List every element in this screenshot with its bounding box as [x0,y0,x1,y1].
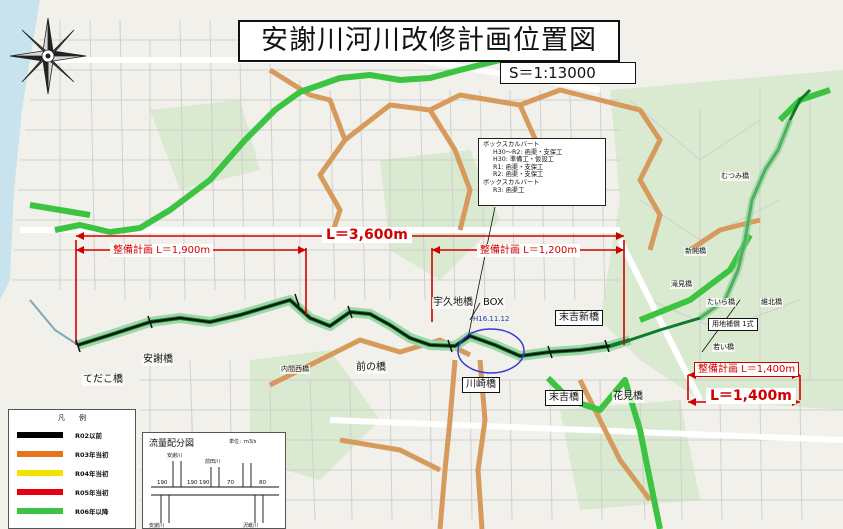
flow-distribution-diagram: 流量配分図 単位：m3/s 190 190 190 70 80 安謝川 前田川 [142,432,286,529]
bridge-label-tedako: てだこ橋 [82,374,124,386]
callout-line: R1: 函渠・支保工 [493,163,544,171]
legend-row: R03年当初 [9,444,135,463]
flow-title: 流量配分図 [149,439,195,449]
bridge-label-kawasaki: 川崎橋 [462,377,500,393]
total-length-label: L＝3,600m [322,227,412,243]
callout-line: H30: 準備工・仮設工 [493,156,554,164]
date-note: H16.11.12 [473,315,510,323]
legend-label: R06年以降 [75,507,109,516]
compass-rose-icon [9,17,87,95]
flow-value: 80 [259,480,266,486]
bridge-label-wakai: 若い橋 [712,343,735,352]
bridge-label-ukuchi: 宇久地橋 [432,297,474,309]
sea-area [0,0,40,300]
flow-value: 190 [187,480,198,486]
box-label: BOX [482,297,505,309]
bridge-label-takimi: 滝見橋 [670,280,693,289]
box-culvert-callout: ボックスカルバート H30〜R2: 函渠・支保工 H30: 準備工・仮設工 R1… [478,138,606,206]
flow-river-label: 前田川 [205,458,220,465]
bridge-label-sueyoshi-shin: 末吉新橋 [555,310,603,326]
river-corridor [76,295,632,361]
legend-row: R02以前 [9,425,135,444]
legend-label: R05年当初 [75,488,109,497]
flow-diagram-lines: 190 190 190 70 80 安謝川 前田川 安謝川 沢岻川 [149,452,279,529]
bridge-label-shinkai: 新開橋 [684,247,707,256]
legend-swatch [17,507,63,514]
legend-label: R04年当初 [75,469,109,478]
callout-line: R3: 函渠工 [493,186,525,194]
callout-line: H30〜R2: 函渠・支保工 [493,148,563,156]
legend-label: R02以前 [75,431,103,440]
legend-row: R04年当初 [9,463,135,482]
plan-center-label: 整備計画 L＝1,200m [477,244,581,257]
bridge-label-ishin: 維北橋 [760,298,783,307]
bridge-markers [75,293,610,359]
flow-river-label: 安謝川 [167,452,182,459]
box-culvert-circle [457,328,525,374]
flow-value: 70 [227,480,234,486]
bridge-label-uchima-nishi: 内間西橋 [280,365,310,374]
flow-value: 190 [199,480,210,486]
bridge-label-tamagusuku: たいら橋 [706,298,736,307]
legend-row: R06年以降 [9,501,135,520]
river-upstream-channel [697,118,794,321]
legend-swatch [17,488,63,495]
plan-right-label: 整備計画 L＝1,400m [694,362,800,377]
legend: 凡 例 R02以前 R03年当初 R04年当初 R05年当初 R06年以降 [8,409,136,529]
callout-line: R2: 函渠・支保工 [493,171,544,179]
legend-swatch [17,450,63,457]
legend-header: 凡 例 [58,414,86,422]
right-length-label: L＝1,400m [706,388,796,404]
bridge-label-mae: 前の橋 [355,362,387,374]
map-title: 安謝川河川改修計画位置図 [238,20,620,62]
shoreline [29,299,79,346]
flow-value: 190 [157,480,168,486]
flow-river-label: 沢岻川 [243,522,258,529]
flow-unit: 単位：m3/s [229,439,257,445]
bridge-label-mutsumi: むつみ橋 [720,172,750,181]
plan-left-label: 整備計画 L＝1,900m [110,244,214,257]
callout-title-1: ボックスカルバート [483,141,540,148]
legend-swatch [17,469,63,476]
callout-title-2: ボックスカルバート [483,178,540,186]
land-compensation-label: 用地補償 1式 [708,318,758,331]
bridge-label-ajiya: 安謝橋 [142,354,174,366]
scale-label: S＝1:13000 [500,62,636,84]
flow-river-label: 安謝川 [149,522,164,529]
bridge-label-sueyoshi: 末吉橋 [545,390,583,406]
legend-label: R03年当初 [75,450,109,459]
legend-row: R05年当初 [9,482,135,501]
legend-swatch [17,431,63,438]
river-black-segment [77,298,611,358]
bridge-label-hanami: 花見橋 [612,391,644,403]
